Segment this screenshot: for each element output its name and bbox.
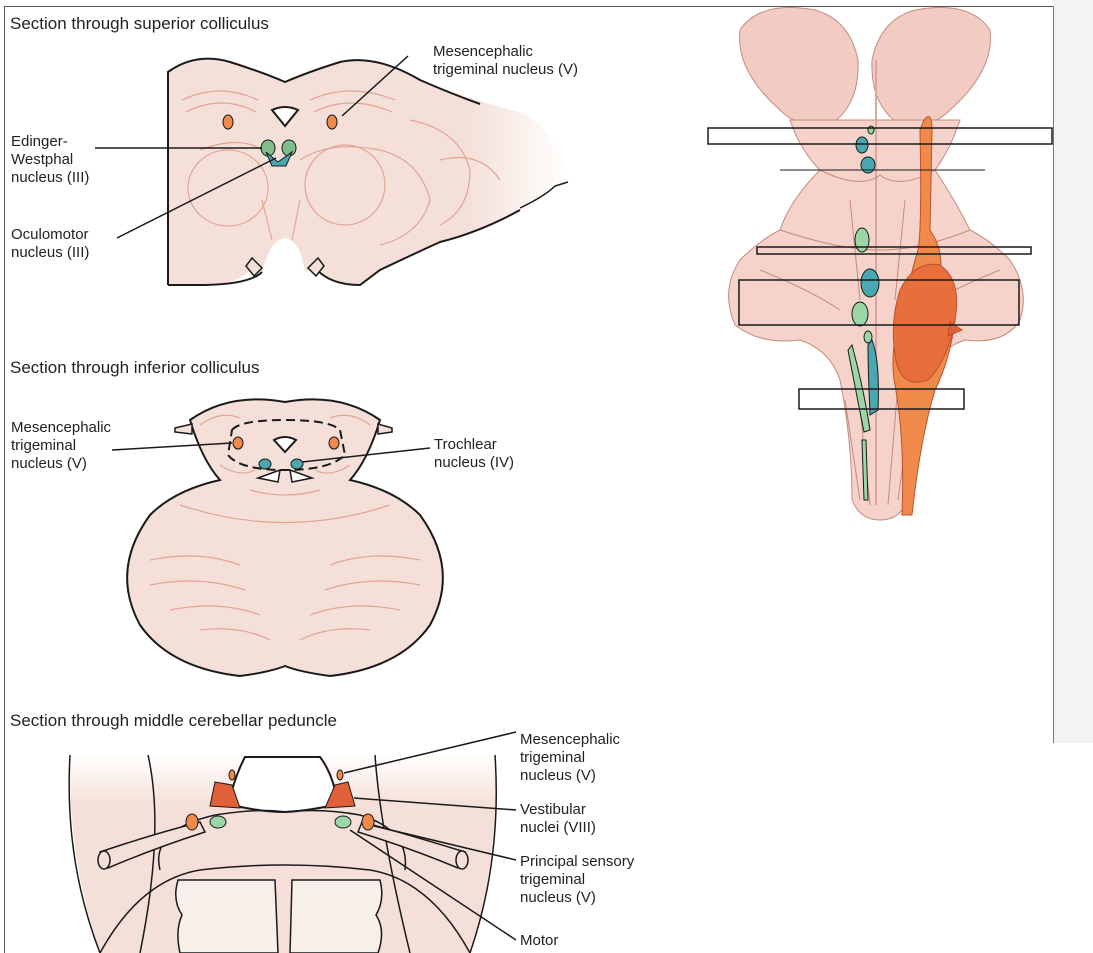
inferior-mesencephalic-nucleus-left xyxy=(233,437,243,449)
mesencephalic-nucleus-left xyxy=(223,115,233,129)
label-trochlear: Trochlear nucleus (IV) xyxy=(434,436,514,472)
mesencephalic-nucleus-right xyxy=(327,115,337,129)
middle-mesencephalic-nucleus-right xyxy=(337,770,343,780)
brainstem-overview xyxy=(708,8,1052,521)
middle-mesencephalic-nucleus-left xyxy=(229,770,235,780)
inferior-section-title: Section through inferior colliculus xyxy=(10,358,259,378)
trochlear-overview xyxy=(861,157,875,173)
label-mesencephalic-trigeminal-superior: Mesencephalic trigeminal nucleus (V) xyxy=(433,43,578,79)
label-vestibular: Vestibular nuclei (VIII) xyxy=(520,801,596,837)
facial-motor-overview xyxy=(852,302,868,326)
label-principal-sensory: Principal sensory trigeminal nucleus (V) xyxy=(520,853,634,907)
fourth-ventricle xyxy=(232,757,335,812)
superior-section-title: Section through superior colliculus xyxy=(10,14,269,34)
trigeminal-root-right-end xyxy=(456,851,468,869)
label-mesencephalic-trigeminal-middle: Mesencephalic trigeminal nucleus (V) xyxy=(520,731,620,785)
motor-nucleus-right xyxy=(335,816,351,828)
superior-colliculus-lobe-left xyxy=(740,8,859,127)
inferior-mesencephalic-nucleus-right xyxy=(329,437,339,449)
middle-section-title: Section through middle cerebellar pedunc… xyxy=(10,711,337,731)
inferior-section-side-stub-left xyxy=(175,424,192,434)
trochlear-nucleus-right xyxy=(291,459,303,469)
pontine-fibers-left xyxy=(176,880,278,953)
label-edinger-westphal: Edinger- Westphal nucleus (III) xyxy=(11,133,89,187)
trigeminal-root-left-end xyxy=(98,851,110,869)
vestibular-overview-1 xyxy=(855,228,869,252)
superior-colliculus-section xyxy=(95,56,568,285)
label-motor: Motor xyxy=(520,932,558,950)
label-oculomotor: Oculomotor nucleus (III) xyxy=(11,226,89,262)
superior-colliculus-lobe-right xyxy=(872,8,991,127)
principal-sensory-nucleus-right xyxy=(362,814,374,830)
inferior-section-side-stub-right xyxy=(378,424,392,434)
motor-nucleus-left xyxy=(210,816,226,828)
middle-cerebellar-peduncle-section xyxy=(69,732,516,953)
principal-sensory-nucleus-left xyxy=(186,814,198,830)
trochlear-nucleus-left xyxy=(259,459,271,469)
pontine-fibers-right xyxy=(290,880,382,953)
edinger-overview xyxy=(868,126,874,134)
inferior-colliculus-section xyxy=(112,399,443,676)
abducens-overview xyxy=(861,269,879,297)
oculomotor-overview-1 xyxy=(856,137,868,153)
label-mesencephalic-trigeminal-inferior: Mesencephalic trigeminal nucleus (V) xyxy=(11,419,111,473)
